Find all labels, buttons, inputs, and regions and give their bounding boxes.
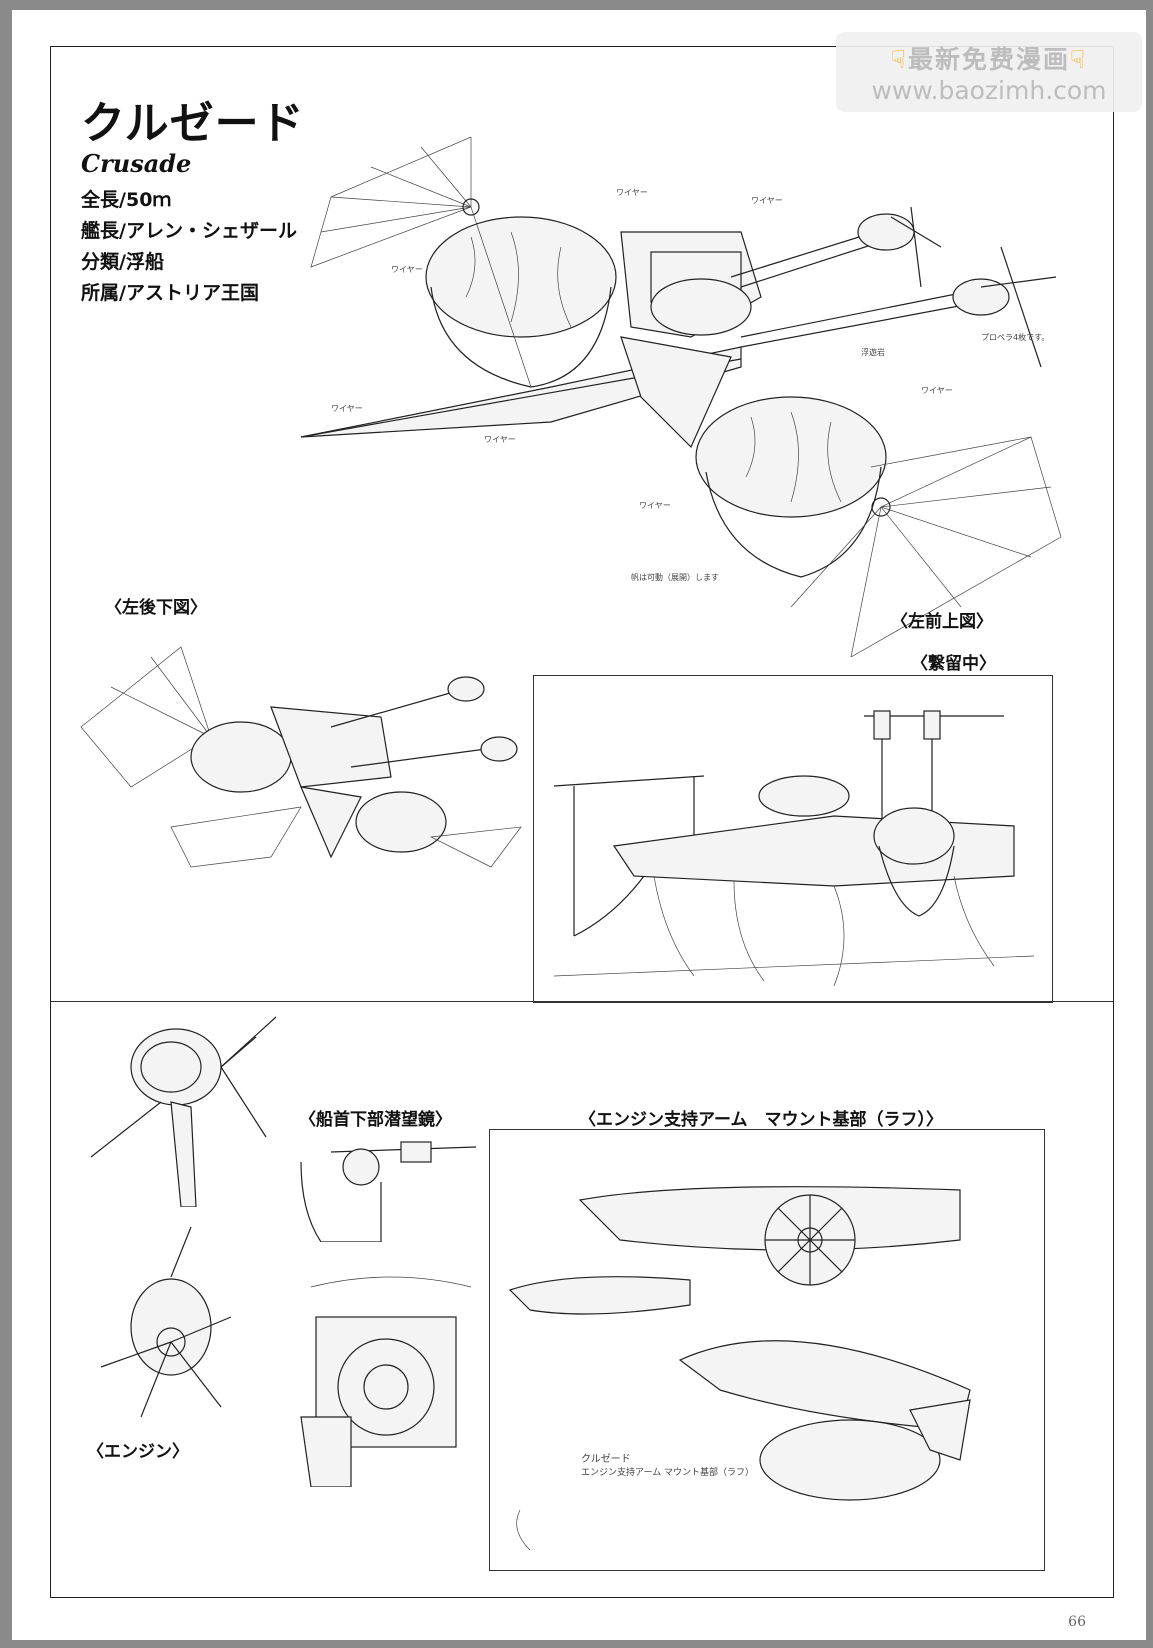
moored-sketch-box: [533, 675, 1053, 1003]
pointing-hand-icon: ☟: [1070, 45, 1088, 74]
watermark-url: www.baozimh.com: [871, 76, 1107, 105]
wire-label: ワイヤー: [616, 188, 648, 197]
wire-label: ワイヤー: [639, 501, 671, 510]
wire-label: ワイヤー: [484, 435, 516, 444]
ship-specs: 全長/50ｍ 艦長/アレン・シェザール 分類/浮船 所属/アストリア王国: [81, 185, 297, 309]
caption-bow-periscope: 〈船首下部潜望鏡〉: [299, 1110, 452, 1130]
caption-moored: 〈繋留中〉: [911, 654, 996, 674]
caption-engine: 〈エンジン〉: [87, 1442, 189, 1462]
wire-label: ワイヤー: [331, 404, 363, 413]
wire-label: ワイヤー: [391, 265, 423, 274]
rear-left-below-sketch: [71, 627, 531, 887]
sail-note: 帆は可動（展開）します: [631, 573, 719, 582]
mount-note-subtitle: エンジン支持アーム マウント基部（ラフ）: [581, 1468, 755, 1478]
wire-label: ワイヤー: [921, 386, 953, 395]
spec-length: 全長/50ｍ: [81, 189, 172, 211]
pointing-hand-icon: ☟: [890, 45, 908, 74]
site-watermark: ☟最新免费漫画☟ www.baozimh.com: [836, 32, 1142, 112]
periscope-sketch-side: [291, 1132, 481, 1242]
page-number: 66: [1068, 1614, 1086, 1630]
caption-engine-arm-mount: 〈エンジン支持アーム マウント基部（ラフ）〉: [579, 1110, 943, 1130]
caption-front-left-above: 〈左前上図〉: [891, 612, 993, 632]
engine-arm-mount-box: [489, 1129, 1045, 1571]
page-subtitle: Crusade: [81, 149, 192, 178]
engine-sketch-front: [81, 1217, 281, 1427]
wire-label: ワイヤー: [751, 196, 783, 205]
caption-rear-left-below: 〈左後下図〉: [105, 598, 207, 618]
float-rock-label: 浮遊岩: [861, 348, 885, 357]
page: クルゼード Crusade 全長/50ｍ 艦長/アレン・シェザール 分類/浮船 …: [12, 10, 1146, 1640]
mount-note-title: クルゼード: [581, 1454, 631, 1465]
propeller-note: プロペラ4枚です。: [981, 333, 1050, 342]
watermark-title: 最新免费漫画: [907, 45, 1070, 74]
engine-sketch-top: [81, 1007, 281, 1207]
spec-captain: 艦長/アレン・シェザール: [81, 220, 297, 242]
artbook-page-frame: クルゼード Crusade 全長/50ｍ 艦長/アレン・シェザール 分類/浮船 …: [50, 46, 1114, 1598]
section-divider: [51, 1001, 1113, 1002]
spec-class: 分類/浮船: [81, 251, 164, 273]
spec-affiliation: 所属/アストリア王国: [81, 282, 259, 304]
periscope-sketch-detail: [291, 1267, 481, 1487]
main-ship-sketch: [271, 137, 1071, 657]
page-title: クルゼード: [81, 98, 305, 149]
